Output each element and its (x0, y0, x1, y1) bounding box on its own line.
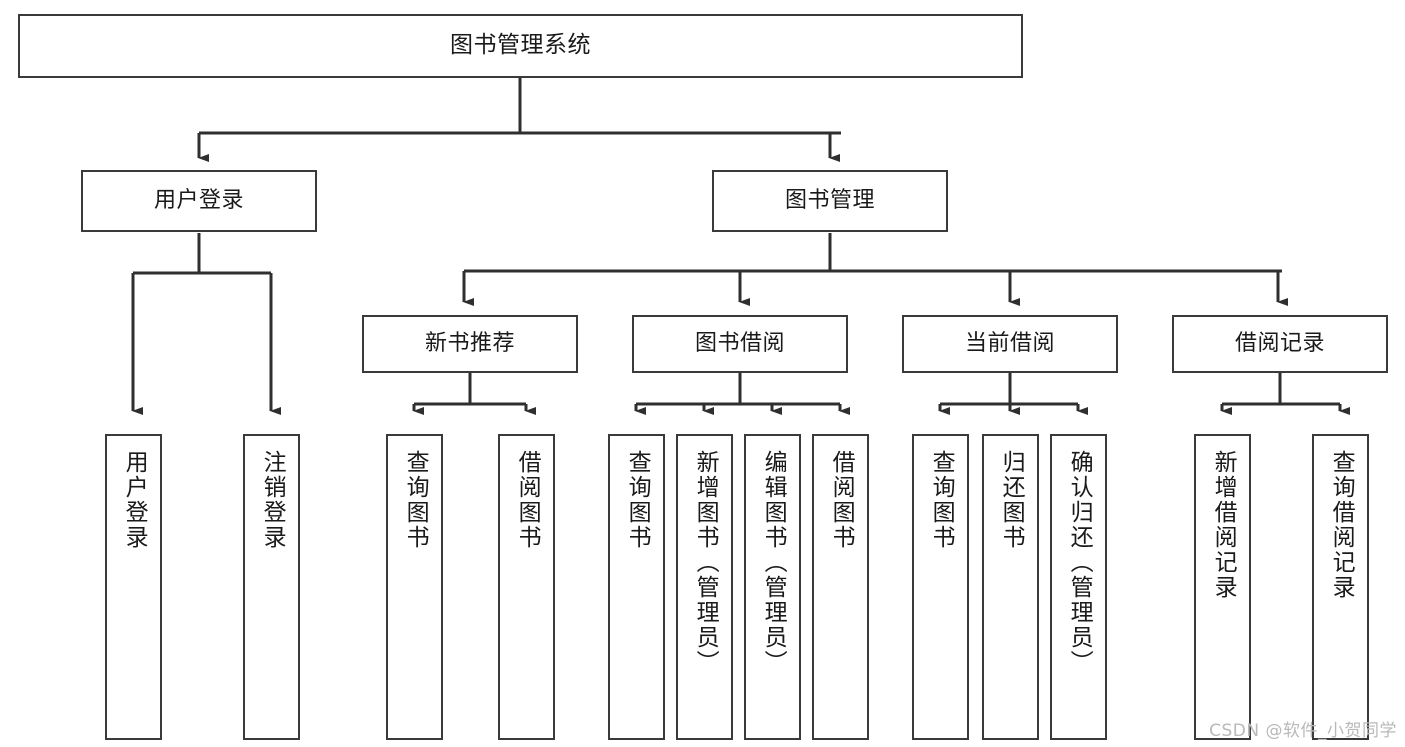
node-label: 当前借阅 (964, 331, 1055, 357)
node-label: 查询图书 (928, 450, 955, 550)
node-label: 新书推荐 (424, 331, 515, 357)
node-label: 新增图书（管理员） (692, 450, 719, 675)
leaf-query-book-borrow[interactable]: 查询图书 (608, 434, 665, 740)
node-label: 借阅记录 (1234, 331, 1325, 357)
node-label: 注销登录 (259, 450, 286, 550)
leaf-return-book[interactable]: 归还图书 (982, 434, 1039, 740)
leaf-borrow-book-recommend[interactable]: 借阅图书 (498, 434, 555, 740)
node-current-borrow[interactable]: 当前借阅 (902, 315, 1118, 373)
node-label: 查询借阅记录 (1328, 450, 1355, 600)
leaf-borrow-book[interactable]: 借阅图书 (812, 434, 869, 740)
node-borrow-record[interactable]: 借阅记录 (1172, 315, 1388, 373)
node-label: 确认归还（管理员） (1066, 450, 1093, 675)
leaf-query-borrow-record[interactable]: 查询借阅记录 (1312, 434, 1369, 740)
node-label: 用户登录 (121, 450, 148, 550)
leaf-add-book[interactable]: 新增图书（管理员） (676, 434, 733, 740)
watermark-text: CSDN @软件_小贺同学 (1209, 721, 1397, 741)
node-label: 借阅图书 (514, 450, 541, 550)
node-label: 图书管理 (784, 188, 875, 214)
node-book-manage[interactable]: 图书管理 (712, 170, 948, 232)
leaf-confirm-return[interactable]: 确认归还（管理员） (1050, 434, 1107, 740)
node-label: 图书管理系统 (450, 32, 591, 59)
node-user-login[interactable]: 用户登录 (81, 170, 317, 232)
leaf-user-login[interactable]: 用户登录 (105, 434, 162, 740)
leaf-logout-login[interactable]: 注销登录 (243, 434, 300, 740)
node-label: 查询图书 (624, 450, 651, 550)
node-label: 图书借阅 (694, 331, 785, 357)
node-label: 查询图书 (402, 450, 429, 550)
leaf-query-book-current[interactable]: 查询图书 (912, 434, 969, 740)
node-label: 编辑图书（管理员） (760, 450, 787, 675)
leaf-add-borrow-record[interactable]: 新增借阅记录 (1194, 434, 1251, 740)
node-label: 用户登录 (153, 188, 244, 214)
node-label: 借阅图书 (828, 450, 855, 550)
leaf-query-book-recommend[interactable]: 查询图书 (386, 434, 443, 740)
leaf-edit-book[interactable]: 编辑图书（管理员） (744, 434, 801, 740)
node-book-management-system[interactable]: 图书管理系统 (18, 14, 1023, 78)
node-book-borrow[interactable]: 图书借阅 (632, 315, 848, 373)
node-label: 归还图书 (998, 450, 1025, 550)
node-new-book-recommend[interactable]: 新书推荐 (362, 315, 578, 373)
node-label: 新增借阅记录 (1210, 450, 1237, 600)
